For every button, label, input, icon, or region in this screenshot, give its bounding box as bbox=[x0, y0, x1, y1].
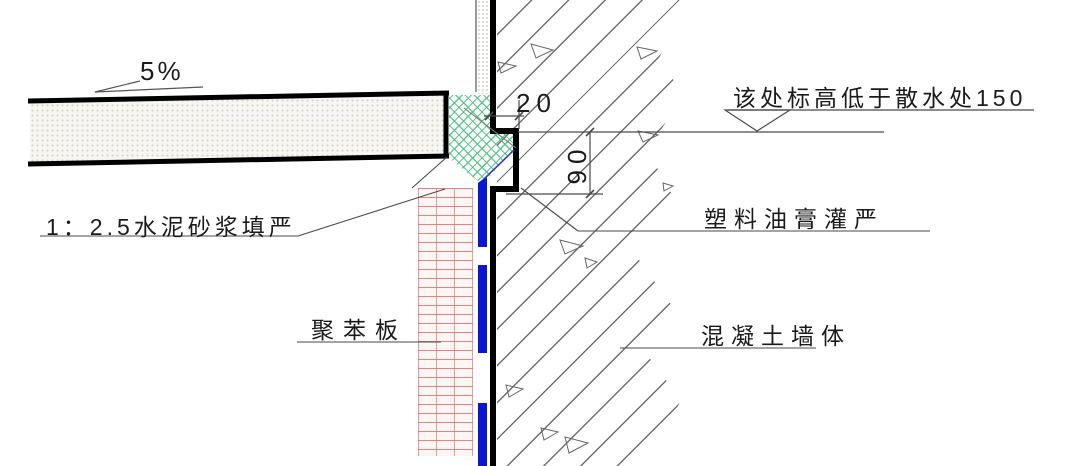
cement-mortar-label: 1：2.5水泥砂浆填严 bbox=[46, 214, 296, 240]
plastic-sealant-label: 塑料油膏灌严 bbox=[704, 206, 884, 232]
elevation-note-label: 该处标高低于散水处150 bbox=[733, 85, 1027, 111]
concrete-wall-label: 混凝土墙体 bbox=[701, 323, 851, 349]
polystyrene-board-region bbox=[418, 188, 473, 456]
dimension-20-text: 20 bbox=[516, 88, 557, 118]
concrete-wall-hatch-region bbox=[497, 0, 690, 466]
blue-membrane-strip bbox=[478, 176, 487, 466]
polystyrene-board-label: 聚苯板 bbox=[311, 317, 407, 343]
dimension-90-text: 90 bbox=[562, 143, 592, 185]
slope-label: 5% bbox=[140, 56, 184, 86]
wall-finish-strip bbox=[477, 0, 490, 94]
apron-slab-region bbox=[30, 93, 447, 164]
